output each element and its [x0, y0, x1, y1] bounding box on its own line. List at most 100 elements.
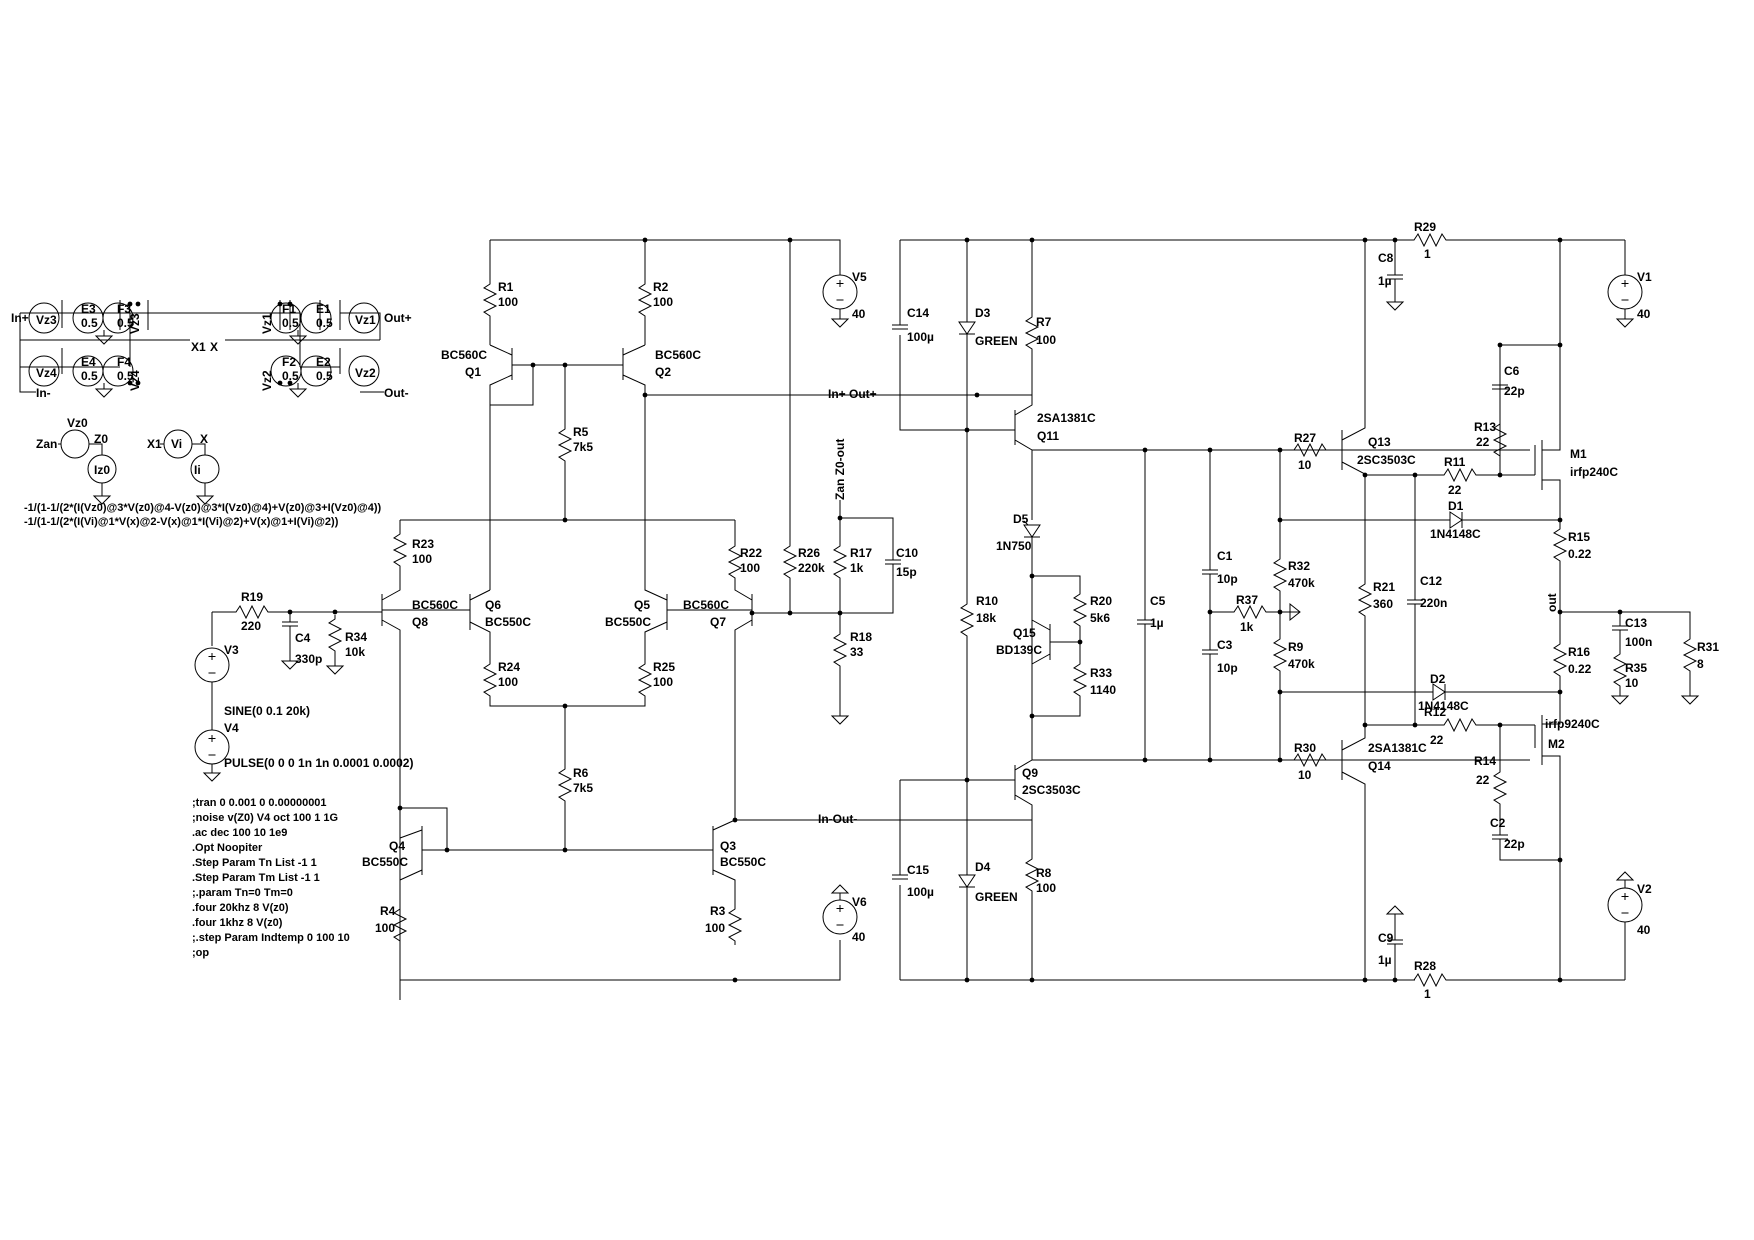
label-v4: V4 [224, 721, 239, 735]
value-r21: 360 [1373, 597, 1393, 611]
label-r23: R23 [412, 537, 434, 551]
net-in-minus-out-minus: In-Out- [818, 812, 857, 826]
label-d4: D4 [975, 860, 991, 874]
label-f1: F1 [282, 302, 296, 316]
model-q1: BC560C [441, 348, 487, 362]
label-c12: C12 [1420, 574, 1442, 588]
value-v6: 40 [852, 930, 866, 944]
label-v5: V5 [852, 270, 867, 284]
directive-5: .Step Param Tm List -1 1 [192, 872, 320, 884]
model-d1: 1N4148C [1430, 527, 1481, 541]
label-c4: C4 [295, 631, 311, 645]
label-c3: C3 [1217, 638, 1233, 652]
value-r31: 8 [1697, 657, 1704, 671]
label-c10: C10 [896, 546, 918, 560]
model-q6: BC550C [485, 615, 531, 629]
label-in-plus: In+ [11, 311, 29, 325]
label-vz1: Vz1 [355, 313, 376, 327]
label-vz2: Vz2 [355, 366, 376, 380]
value-r29: 1 [1424, 247, 1431, 261]
value-r35: 10 [1625, 676, 1639, 690]
model-q2: BC560C [655, 348, 701, 362]
label-q11: Q11 [1037, 429, 1059, 443]
value-v5: 40 [852, 307, 866, 321]
output-stage: R29 1 C8 1µ V1 40 R27 10 Q13 2SC3503C R1… [1273, 220, 1719, 1001]
label-x1: X1 [191, 340, 206, 354]
value-r12: 22 [1430, 733, 1444, 747]
label-r29: R29 [1414, 220, 1436, 234]
label-x: X [210, 340, 218, 354]
value-r2: 100 [653, 295, 673, 309]
label-m1: M1 [1570, 447, 1587, 461]
label-r33: R33 [1090, 666, 1112, 680]
label-q13: Q13 [1368, 435, 1391, 449]
label-d5: D5 [1013, 512, 1029, 526]
directive-8: .four 1khz 8 V(z0) [192, 917, 283, 929]
value-r13: 22 [1476, 435, 1490, 449]
label-r14: R14 [1474, 754, 1496, 768]
label-r21: R21 [1373, 580, 1395, 594]
value-r1: 100 [498, 295, 518, 309]
model-d2: 1N4148C [1418, 699, 1469, 713]
label-r20: R20 [1090, 594, 1112, 608]
label-c2: C2 [1490, 816, 1506, 830]
label-c8: C8 [1378, 251, 1394, 265]
label-vi: Vi [171, 437, 182, 451]
value-r25: 100 [653, 675, 673, 689]
net-zan-z0-out: Zan Z0-out [833, 439, 847, 500]
label-m2: M2 [1548, 737, 1565, 751]
value-r14: 22 [1476, 773, 1490, 787]
value-r32: 470k [1288, 576, 1315, 590]
value-c1: 10p [1217, 572, 1238, 586]
label-r1: R1 [498, 280, 514, 294]
value-r23: 100 [412, 552, 432, 566]
label-r13: R13 [1474, 420, 1496, 434]
label-r22: R22 [740, 546, 762, 560]
label-r16: R16 [1568, 645, 1590, 659]
value-c10: 15p [896, 565, 917, 579]
label-q4: Q4 [389, 839, 405, 853]
label-vz3: Vz3 [36, 313, 57, 327]
value-r28: 1 [1424, 987, 1431, 1001]
label-f3: F3 [117, 302, 131, 316]
label-v1: V1 [1637, 270, 1652, 284]
label-r24: R24 [498, 660, 520, 674]
directive-9: ;.step Param Indtemp 0 100 10 [192, 932, 350, 944]
value-r8: 100 [1036, 881, 1056, 895]
value-c14: 100µ [907, 330, 934, 344]
value-v4: PULSE(0 0 0 1n 1n 0.0001 0.0002) [224, 756, 413, 770]
value-c2: 22p [1504, 837, 1525, 851]
label-vz4: Vz4 [36, 366, 57, 380]
label-e4: E4 [81, 355, 96, 369]
value-c5: 1µ [1150, 616, 1164, 630]
label-r25: R25 [653, 660, 675, 674]
label-d3: D3 [975, 306, 991, 320]
directive-6: ;.param Tn=0 Tm=0 [192, 887, 293, 899]
net-out: out [1545, 593, 1559, 612]
label-e1: E1 [316, 302, 331, 316]
value-r3: 100 [705, 921, 725, 935]
value-r24: 100 [498, 675, 518, 689]
label-f2-gain: 0.5 [282, 369, 299, 383]
label-q9: Q9 [1022, 766, 1038, 780]
model-m1: irfp240C [1570, 465, 1618, 479]
label-r35: R35 [1625, 661, 1647, 675]
label-vz4-net: Vz4 [128, 370, 142, 391]
model-d4: GREEN [975, 890, 1018, 904]
source-vz0 [60, 429, 90, 459]
directive-3: .Opt Noopiter [192, 842, 263, 854]
label-f4: F4 [117, 355, 131, 369]
label-c1: C1 [1217, 549, 1233, 563]
value-r9: 470k [1288, 657, 1315, 671]
label-r7: R7 [1036, 315, 1052, 329]
label-c6: C6 [1504, 364, 1520, 378]
value-c9: 1µ [1378, 953, 1392, 967]
spice-directives: ;tran 0 0.001 0 0.00000001 ;noise v(Z0) … [192, 797, 350, 959]
expression-2: -1/(1-1/(2*(I(Vi)@1*V(x)@2-V(x)@1*I(Vi)@… [24, 516, 339, 528]
value-c6: 22p [1504, 384, 1525, 398]
value-r16: 0.22 [1568, 662, 1592, 676]
label-r34: R34 [345, 630, 367, 644]
label-vz3-net: Vz3 [128, 313, 142, 334]
label-e2-gain: 0.5 [316, 369, 333, 383]
value-r18: 33 [850, 645, 864, 659]
